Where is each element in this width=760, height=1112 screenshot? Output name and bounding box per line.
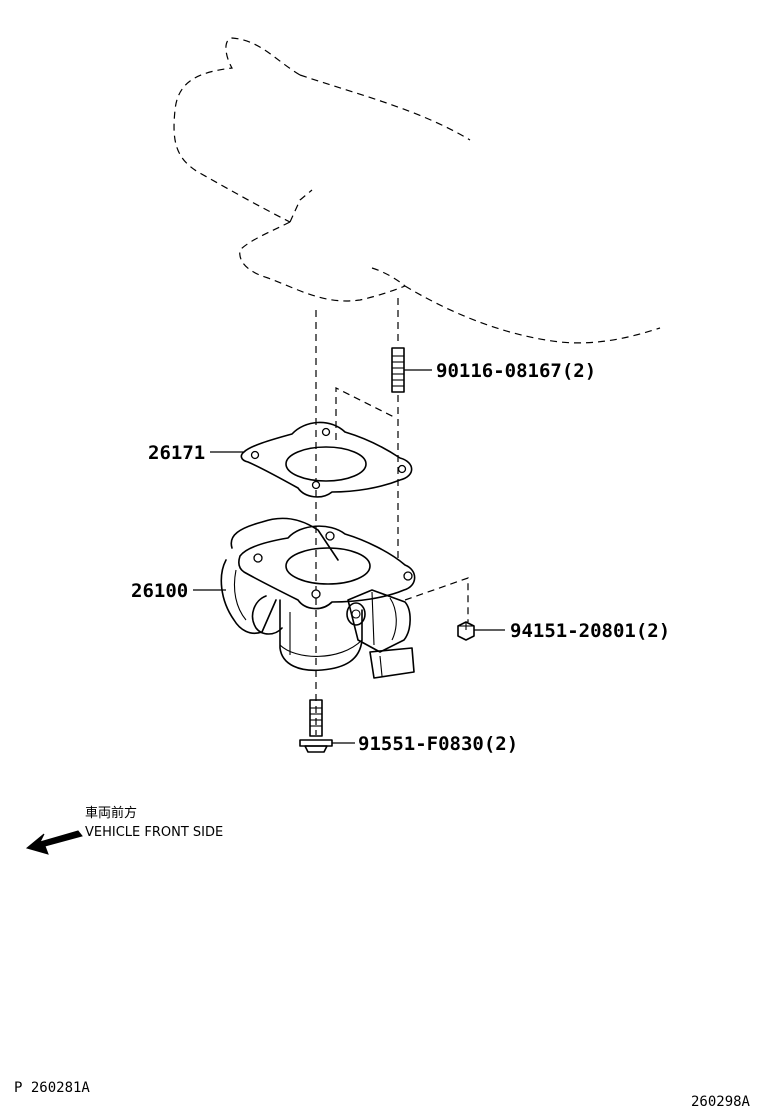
gasket-icon (240, 421, 413, 498)
nut-icon (457, 621, 475, 641)
footer-left-ref: P 260281A (14, 1080, 90, 1096)
leader-lines (193, 369, 505, 744)
footer-right-ref: 260298A (691, 1094, 751, 1110)
part-number-bolt: 91551-F0830(2) (358, 733, 518, 755)
throttle-body-icon (220, 517, 416, 679)
part-number-gasket: 26171 (148, 442, 205, 464)
stud-bolt-icon (391, 347, 405, 393)
vehicle-front-label-jp: 車両前方 (85, 805, 137, 821)
vehicle-front-label-en: VEHICLE FRONT SIDE (85, 825, 223, 840)
flange-bolt-icon (299, 699, 333, 753)
part-number-throttle-body: 26100 (131, 580, 188, 602)
center-lines (315, 298, 469, 735)
part-number-nut: 94151-20801(2) (510, 620, 670, 642)
part-number-stud: 90116-08167(2) (436, 360, 596, 382)
left-down-arrow-icon (25, 830, 83, 855)
intake-manifold-phantom (173, 37, 661, 344)
